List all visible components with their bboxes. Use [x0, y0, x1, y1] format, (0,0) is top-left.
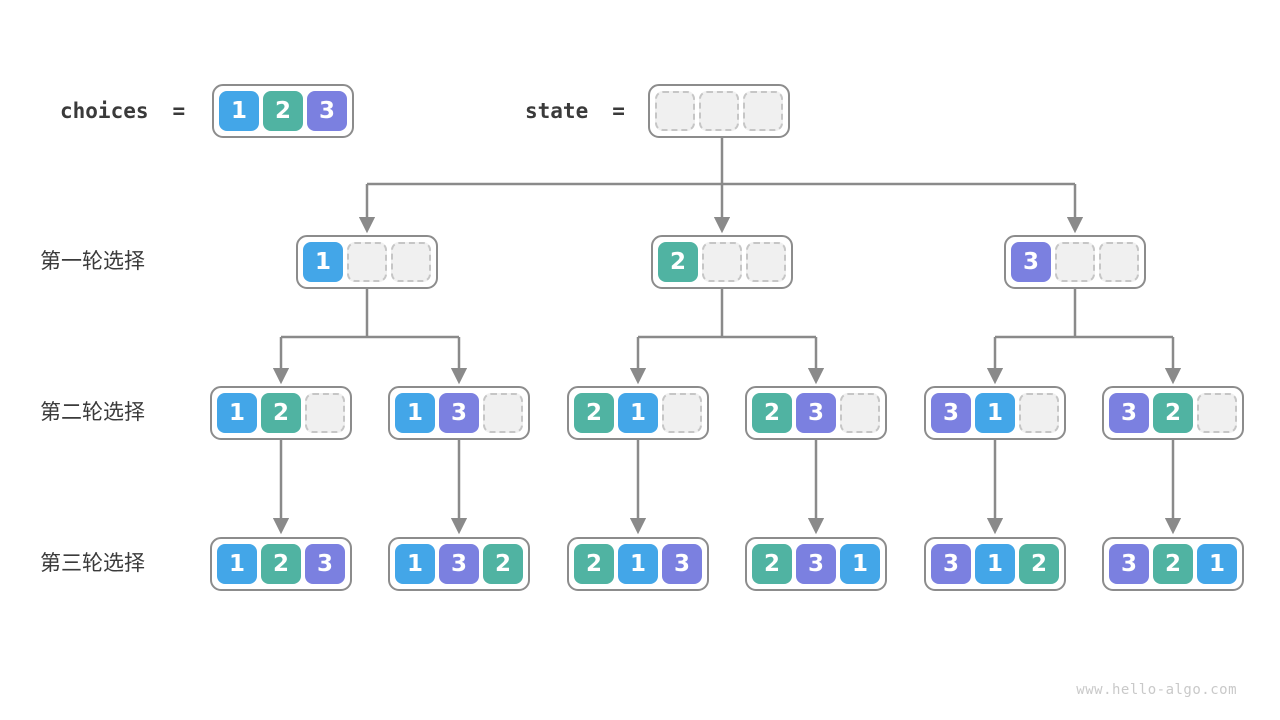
empty-cell	[1197, 393, 1237, 433]
value-cell-3: 3	[1109, 393, 1149, 433]
choices-equals-sign: =	[172, 99, 186, 123]
value-cell-1: 1	[1197, 544, 1237, 584]
choices-label-text: choices	[60, 99, 149, 123]
array-node-round1-2: 2	[651, 235, 793, 289]
empty-cell	[662, 393, 702, 433]
choices-label: choices =	[60, 84, 185, 138]
empty-cell	[699, 91, 739, 131]
state-label: state =	[525, 84, 625, 138]
empty-cell	[746, 242, 786, 282]
value-cell-2: 2	[574, 544, 614, 584]
state-equals-sign: =	[612, 99, 625, 123]
value-cell-2: 2	[752, 393, 792, 433]
empty-cell	[1099, 242, 1139, 282]
empty-cell	[391, 242, 431, 282]
value-cell-3: 3	[439, 393, 479, 433]
value-cell-1: 1	[618, 544, 658, 584]
value-cell-3: 3	[1011, 242, 1051, 282]
empty-cell	[1055, 242, 1095, 282]
value-cell-2: 2	[752, 544, 792, 584]
empty-cell	[347, 242, 387, 282]
value-cell-3: 3	[439, 544, 479, 584]
value-cell-2: 2	[1153, 393, 1193, 433]
value-cell-3: 3	[931, 393, 971, 433]
value-cell-2: 2	[483, 544, 523, 584]
value-cell-1: 1	[395, 393, 435, 433]
value-cell-1: 1	[217, 544, 257, 584]
value-cell-1: 1	[618, 393, 658, 433]
value-cell-2: 2	[658, 242, 698, 282]
array-node-round1-1: 1	[296, 235, 438, 289]
row-label-round-2: 第二轮选择	[40, 401, 145, 424]
empty-cell	[840, 393, 880, 433]
value-cell-2: 2	[261, 544, 301, 584]
value-cell-2: 2	[263, 91, 303, 131]
value-cell-1: 1	[975, 393, 1015, 433]
watermark: www.hello-algo.com	[1076, 682, 1237, 698]
empty-cell	[655, 91, 695, 131]
value-cell-1: 1	[217, 393, 257, 433]
value-cell-3: 3	[662, 544, 702, 584]
row-label-round-3: 第三轮选择	[40, 552, 145, 575]
value-cell-1: 1	[303, 242, 343, 282]
state-array	[648, 84, 790, 138]
empty-cell	[1019, 393, 1059, 433]
value-cell-3: 3	[307, 91, 347, 131]
empty-cell	[305, 393, 345, 433]
empty-cell	[483, 393, 523, 433]
value-cell-2: 2	[574, 393, 614, 433]
value-cell-3: 3	[796, 544, 836, 584]
value-cell-1: 1	[219, 91, 259, 131]
value-cell-2: 2	[1019, 544, 1059, 584]
value-cell-3: 3	[931, 544, 971, 584]
value-cell-3: 3	[1109, 544, 1149, 584]
empty-cell	[743, 91, 783, 131]
value-cell-3: 3	[796, 393, 836, 433]
array-node-round1-3: 3	[1004, 235, 1146, 289]
value-cell-3: 3	[305, 544, 345, 584]
value-cell-1: 1	[840, 544, 880, 584]
empty-cell	[702, 242, 742, 282]
value-cell-2: 2	[1153, 544, 1193, 584]
value-cell-2: 2	[261, 393, 301, 433]
value-cell-1: 1	[395, 544, 435, 584]
row-label-round-1: 第一轮选择	[40, 250, 145, 273]
value-cell-1: 1	[975, 544, 1015, 584]
state-label-text: state	[525, 99, 589, 123]
